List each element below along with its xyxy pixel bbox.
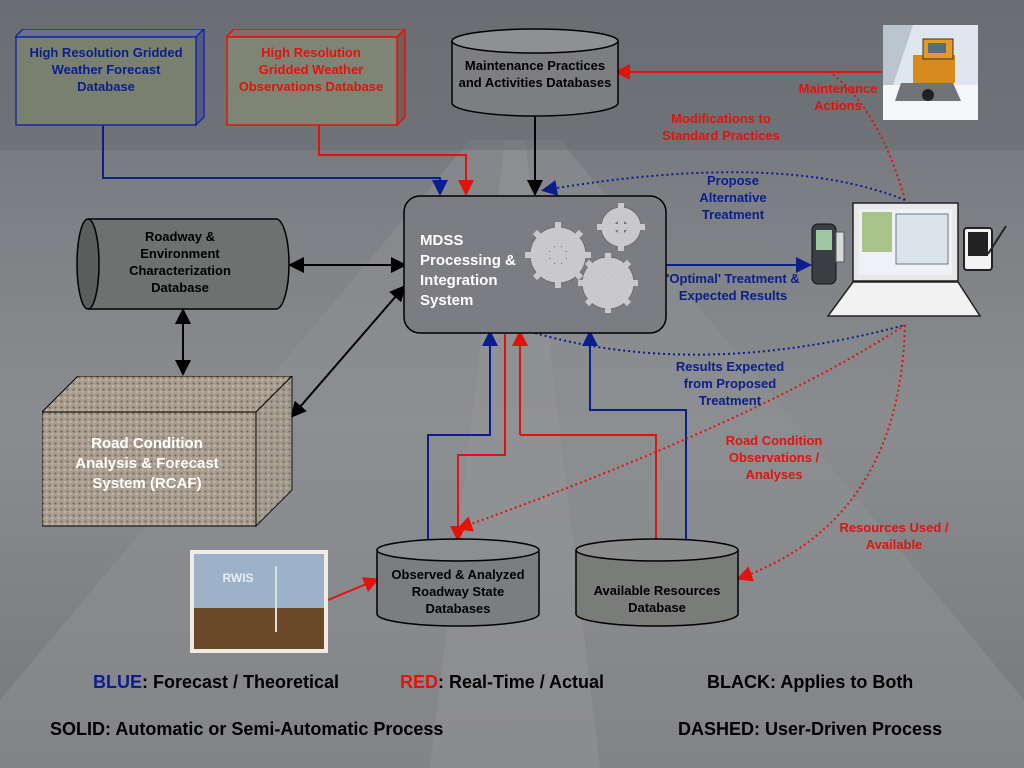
observations-database-label: High Resolution Gridded Weather Observat…: [238, 45, 384, 94]
legend-black: BLACK: Applies to Both: [707, 672, 914, 692]
modifications-label: Modifications to Standard Practices: [662, 111, 780, 143]
edge-mdss-to-observed-red: [450, 334, 506, 542]
pda-icon: [963, 225, 1007, 271]
edge-forecast-to-mdss: [102, 125, 448, 196]
edge-resources-used: [736, 324, 906, 582]
maintenance-database-label: Maintenance Practices and Activities Dat…: [458, 58, 612, 90]
legend-dashed: DASHED: User-Driven Process: [678, 719, 943, 739]
optimal-label: 'Optimal' Treatment & Expected Results: [666, 271, 800, 303]
legend-blue-text: : Forecast / Theoretical: [142, 672, 340, 692]
forecast-database-label: High Resolution Gridded Weather Forecast…: [29, 45, 183, 94]
legend-red-word: RED: [400, 672, 439, 692]
rwis-photo: [190, 550, 328, 653]
edge-resources-to-mdss-blue: [582, 330, 687, 540]
edge-rwis-to-observed: [327, 577, 380, 601]
edge-observed-to-mdss-blue: [427, 330, 498, 540]
edge-propose: [541, 171, 906, 201]
road-condition-obs-label: Road Condition Observations / Analyses: [725, 433, 823, 482]
edge-rcaf-mdss: [290, 284, 406, 419]
edge-obs-to-mdss: [318, 125, 474, 196]
observations-database-box: [226, 29, 407, 127]
maintenance-database-cylinder: [451, 28, 619, 117]
legend-red-text: : Real-Time / Actual: [438, 672, 605, 692]
rcaf-label: Road Condition Analysis & Forecast Syste…: [75, 435, 219, 492]
legend-solid: SOLID: Automatic or Semi-Automatic Proce…: [50, 719, 444, 739]
maintenance-actions-label: Maintenance Actions: [798, 81, 878, 113]
snowplow-photo: [883, 25, 978, 120]
legend-blue-word: BLUE: [93, 672, 142, 692]
roadway-database-label: Roadway & Environment Characterization D…: [129, 229, 231, 295]
edge-results-expected: [534, 324, 906, 356]
roadway-database-cylinder: [76, 218, 290, 310]
edge-modifications: [829, 71, 906, 201]
observed-database-label: Observed & Analyzed Roadway State Databa…: [391, 567, 525, 616]
propose-label: Propose Alternative Treatment: [699, 173, 767, 222]
gears-icon: [525, 203, 645, 313]
edge-road-condition-obs: [456, 324, 906, 532]
resources-used-label: Resources Used / Available: [839, 520, 949, 552]
resources-database-label: Available Resources Database: [593, 583, 721, 615]
rcaf-box: [42, 376, 293, 528]
mdss-label: MDSS Processing & Integration System: [420, 232, 516, 309]
legend-red: RED: Real-Time / Actual: [400, 672, 604, 693]
forecast-database-box: [15, 29, 206, 127]
resources-database-cylinder: [575, 538, 739, 627]
handheld-device-icon: [811, 223, 845, 285]
rwis-label: RWIS: [222, 571, 254, 585]
legend-blue: BLUE: Forecast / Theoretical: [93, 672, 339, 693]
observed-database-cylinder: [376, 538, 540, 627]
laptop-icon: [826, 202, 981, 317]
results-expected-label: Results Expected from Proposed Treatment: [675, 359, 785, 408]
mdss-box: [403, 195, 667, 334]
